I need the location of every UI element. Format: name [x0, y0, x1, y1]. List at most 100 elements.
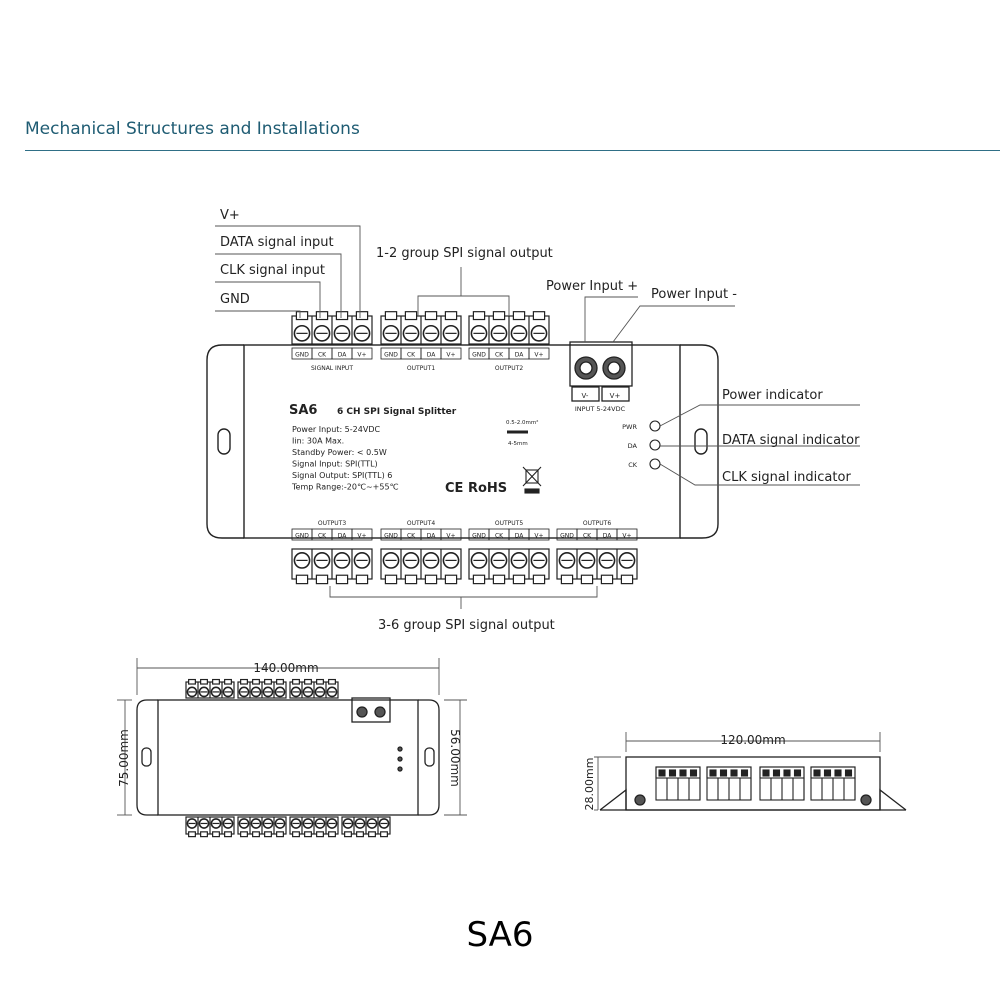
pin-row: GND CK DA V+ — [291, 528, 373, 541]
pin-label: DA — [515, 352, 525, 359]
terminal-block-small — [237, 816, 287, 838]
pin-label: GND — [560, 533, 574, 540]
terminal-block-small — [289, 678, 339, 699]
terminal-block-small — [185, 678, 235, 699]
block-label: SIGNAL INPUT — [311, 365, 353, 372]
pin-label: V+ — [622, 533, 631, 540]
led-label: CK — [628, 461, 638, 469]
pin-label: CK — [495, 533, 504, 540]
right-mount-slot — [694, 428, 708, 455]
dim-height: 28.00mm — [583, 758, 596, 811]
pin-label: DA — [338, 352, 348, 359]
device-model: SA6 — [289, 403, 317, 418]
pin-label: DA — [427, 533, 437, 540]
side-terminal — [655, 766, 701, 801]
callout-output-3-6: 3-6 group SPI signal output — [378, 618, 555, 633]
spec-line: Signal Input: SPI(TTL) — [292, 460, 378, 469]
pin-label: DA — [427, 352, 437, 359]
terminal-block-signal-input — [291, 311, 373, 345]
model-caption: SA6 — [466, 915, 534, 955]
block-label: OUTPUT5 — [495, 520, 523, 527]
pin-label: GND — [295, 533, 309, 540]
pin-label: GND — [384, 352, 398, 359]
pin-label: V+ — [357, 533, 366, 540]
terminal-block-output5 — [468, 548, 550, 585]
pin-label: CK — [318, 533, 327, 540]
callout-power-plus: Power Input + — [546, 279, 638, 294]
pin-row: GND CK DA V+ — [556, 528, 638, 541]
terminal-block-output3 — [291, 548, 373, 585]
power-pin-plus: V+ — [610, 392, 621, 400]
callout-gnd: GND — [220, 292, 250, 307]
indicator-leds: PWR DA CK — [622, 420, 661, 470]
block-label: OUTPUT1 — [407, 365, 435, 372]
spec-line: Temp Range:-20℃~+55℃ — [291, 483, 399, 492]
side-view-dimensions — [594, 732, 881, 811]
power-pin-minus: V- — [582, 392, 589, 400]
wire-area-label: 0.5-2.0mm² — [506, 419, 538, 426]
device-body — [243, 344, 681, 539]
dim-side-length: 120.00mm — [720, 733, 785, 747]
terminal-block-small — [341, 816, 391, 838]
wire-strip-label: 4-5mm — [508, 441, 528, 447]
pin-label: DA — [603, 533, 613, 540]
callout-data-indicator: DATA signal indicator — [722, 433, 860, 448]
dim-inner-width: 56.00mm — [448, 729, 462, 787]
led-label: DA — [628, 442, 638, 450]
pin-label: V+ — [357, 352, 366, 359]
led-indicator — [649, 458, 661, 470]
left-mount-slot — [217, 428, 231, 455]
left-mounting-flange — [206, 344, 244, 539]
side-view-terminals — [655, 766, 856, 801]
terminal-block-small — [237, 678, 287, 699]
callout-clk-indicator: CLK signal indicator — [722, 470, 851, 485]
pin-label: GND — [472, 352, 486, 359]
side-terminal — [759, 766, 805, 801]
device-main-view — [206, 344, 719, 539]
ce-rohs-mark: CE RoHS — [445, 481, 507, 496]
side-view-drawing — [599, 756, 907, 811]
pin-label: V+ — [446, 352, 455, 359]
callout-data-input: DATA signal input — [220, 235, 334, 250]
dim-length: 140.00mm — [253, 661, 318, 675]
side-terminal — [706, 766, 752, 801]
top-view-drawing — [136, 697, 440, 816]
terminal-block-output1 — [380, 311, 462, 345]
led-label: PWR — [622, 423, 637, 431]
device-name: 6 CH SPI Signal Splitter — [337, 407, 457, 417]
pin-label: CK — [495, 352, 504, 359]
terminal-block-output2 — [468, 311, 550, 345]
power-input-label: INPUT 5-24VDC — [575, 405, 626, 413]
dim-width: 75.00mm — [117, 729, 131, 787]
terminal-block-small — [289, 816, 339, 838]
section-title: Mechanical Structures and Installations — [25, 119, 360, 139]
pin-label: CK — [318, 352, 327, 359]
terminal-block-output6 — [556, 548, 638, 585]
block-label: OUTPUT3 — [318, 520, 346, 527]
spec-line: Iin: 30A Max. — [292, 437, 344, 446]
callout-v-plus: V+ — [220, 208, 240, 223]
block-label: OUTPUT4 — [407, 520, 435, 527]
callout-output-1-2: 1-2 group SPI signal output — [376, 246, 553, 261]
pin-label: V+ — [446, 533, 455, 540]
pin-label: V+ — [534, 533, 543, 540]
terminal-block-small — [185, 816, 235, 838]
block-label: OUTPUT6 — [583, 520, 611, 527]
power-terminal — [569, 341, 633, 402]
pin-label: CK — [583, 533, 592, 540]
top-view-terminals — [185, 678, 391, 838]
pin-label: DA — [338, 533, 348, 540]
weee-bin-icon — [522, 466, 542, 494]
side-terminal — [810, 766, 856, 801]
block-label: OUTPUT2 — [495, 365, 523, 372]
section-divider — [25, 150, 1000, 151]
callout-power-indicator: Power indicator — [722, 388, 823, 403]
led-indicator — [649, 439, 661, 451]
